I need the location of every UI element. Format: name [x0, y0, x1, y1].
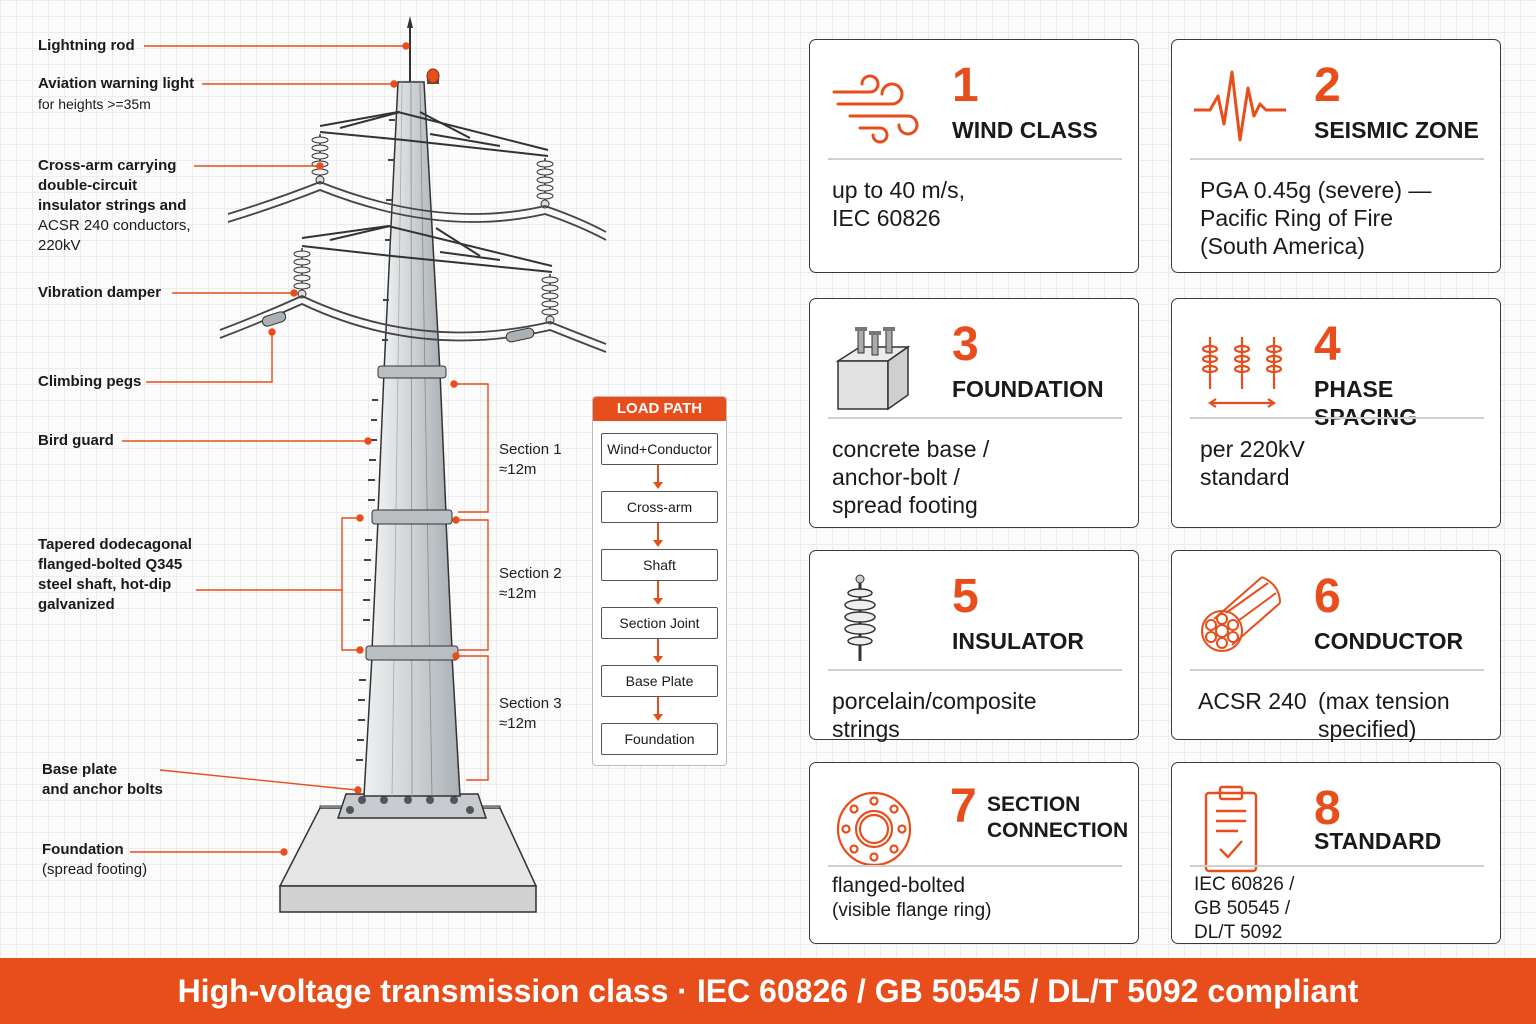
- label-vibration-damper: Vibration damper: [38, 284, 162, 301]
- card-number: 1: [952, 59, 979, 112]
- seismic-wave-icon: [1194, 70, 1286, 142]
- label-foundation: Foundation (spread footing): [42, 841, 148, 878]
- clipboard-check-icon: [1204, 785, 1258, 873]
- load-path-step: Base Plate: [601, 665, 718, 697]
- base-plate: [336, 793, 488, 819]
- arrow-down-icon: [653, 639, 663, 663]
- lower-cross-arm: [301, 224, 553, 273]
- climbing-pegs: [356, 119, 395, 761]
- leader-lines: [122, 42, 489, 856]
- vibration-dampers: [261, 311, 535, 343]
- card-title: FOUNDATION: [952, 376, 1104, 402]
- load-path-step: Cross-arm: [601, 491, 718, 523]
- label-bird-guard: Bird guard: [38, 432, 114, 449]
- arrow-down-icon: [653, 523, 663, 547]
- label-base-plate: Base plate and anchor bolts: [42, 761, 163, 798]
- label-aviation-light: Aviation warning light for heights >=35m: [38, 75, 195, 112]
- card-wind-class: 1 WIND CLASS up to 40 m/s,IEC 60826: [809, 39, 1139, 273]
- section-2-label: Section 2≈12m: [499, 565, 562, 602]
- card-divider: [828, 158, 1122, 160]
- card-divider: [1190, 417, 1484, 419]
- lightning-rod: [407, 16, 413, 82]
- card-divider: [828, 417, 1122, 419]
- label-lightning-rod: Lightning rod: [38, 37, 135, 54]
- tower-shaft: [363, 81, 461, 797]
- card-number: 8: [1314, 782, 1341, 835]
- card-title: WIND CLASS: [952, 117, 1098, 143]
- card-number: 3: [952, 318, 979, 371]
- flange-ring-icon: [836, 791, 912, 867]
- card-conductor: 6 CONDUCTOR ACSR 240 (max tension specif…: [1171, 550, 1501, 742]
- card-number: 7: [950, 780, 977, 833]
- load-path-step: Wind+Conductor: [601, 433, 718, 465]
- card-title: SEISMIC ZONE: [1314, 117, 1479, 143]
- card-number: 4: [1314, 318, 1341, 371]
- card-divider: [1190, 669, 1484, 671]
- card-body: IEC 60826 /GB 50545 /DL/T 5092: [1194, 874, 1295, 943]
- card-title: CONNECTION: [987, 819, 1129, 842]
- card-divider: [828, 669, 1122, 671]
- arrow-down-icon: [653, 465, 663, 489]
- load-path-step: Foundation: [601, 723, 718, 755]
- arrow-down-icon: [653, 697, 663, 721]
- conductors: [219, 181, 607, 353]
- conductor-cable-icon: [1201, 576, 1281, 652]
- card-body: up to 40 m/s,IEC 60826: [832, 177, 965, 231]
- card-number: 5: [952, 570, 979, 623]
- load-path-title: LOAD PATH: [593, 397, 726, 421]
- label-cross-arm: Cross-arm carrying double-circuit insula…: [38, 157, 191, 254]
- phase-spacing-icon: [1201, 337, 1283, 408]
- arrow-down-icon: [653, 581, 663, 605]
- section-1-label: Section 1≈12m: [499, 441, 562, 478]
- card-title: PHASE SPACING: [1314, 376, 1418, 430]
- card-standard: 8 STANDARD IEC 60826 /GB 50545 /DL/T 509…: [1171, 762, 1501, 944]
- aviation-light: [426, 68, 440, 84]
- insulator-icon: [844, 574, 876, 661]
- concrete-block-icon: [835, 327, 911, 411]
- card-title: INSULATOR: [952, 628, 1085, 654]
- card-title: STANDARD: [1314, 828, 1442, 854]
- upper-cross-arm: [319, 110, 549, 157]
- card-body: PGA 0.45g (severe) —Pacific Ring of Fire…: [1200, 177, 1432, 259]
- card-divider: [1190, 158, 1484, 160]
- foundation-block: [278, 805, 538, 913]
- label-shaft: Tapered dodecagonal flanged-bolted Q345 …: [38, 536, 192, 613]
- card-divider: [1190, 865, 1484, 867]
- load-path-step: Section Joint: [601, 607, 718, 639]
- load-path-step: Shaft: [601, 549, 718, 581]
- label-climbing-pegs: Climbing pegs: [38, 373, 142, 390]
- section-3-label: Section 3≈12m: [499, 695, 562, 732]
- card-seismic-zone: 2 SEISMIC ZONE PGA 0.45g (severe) —Pacif…: [1171, 39, 1501, 273]
- card-body: flanged-bolted(visible flange ring): [832, 874, 992, 921]
- flange-rings: [365, 365, 459, 661]
- card-body: concrete base /anchor-bolt /spread footi…: [832, 436, 990, 518]
- card-section-connection: 7 SECTION CONNECTION flanged-bolted(visi…: [809, 762, 1139, 944]
- card-number: 2: [1314, 59, 1341, 112]
- wind-icon: [832, 74, 919, 144]
- card-foundation: 3 FOUNDATION concrete base /anchor-bolt …: [809, 298, 1139, 528]
- card-title: SECTION: [987, 793, 1081, 816]
- card-title: CONDUCTOR: [1314, 628, 1464, 654]
- card-number: 6: [1314, 570, 1341, 623]
- card-divider: [828, 865, 1122, 867]
- footer-banner: High-voltage transmission class · IEC 60…: [0, 958, 1536, 1024]
- load-path-panel: LOAD PATH Wind+Conductor Cross-arm Shaft…: [592, 396, 727, 766]
